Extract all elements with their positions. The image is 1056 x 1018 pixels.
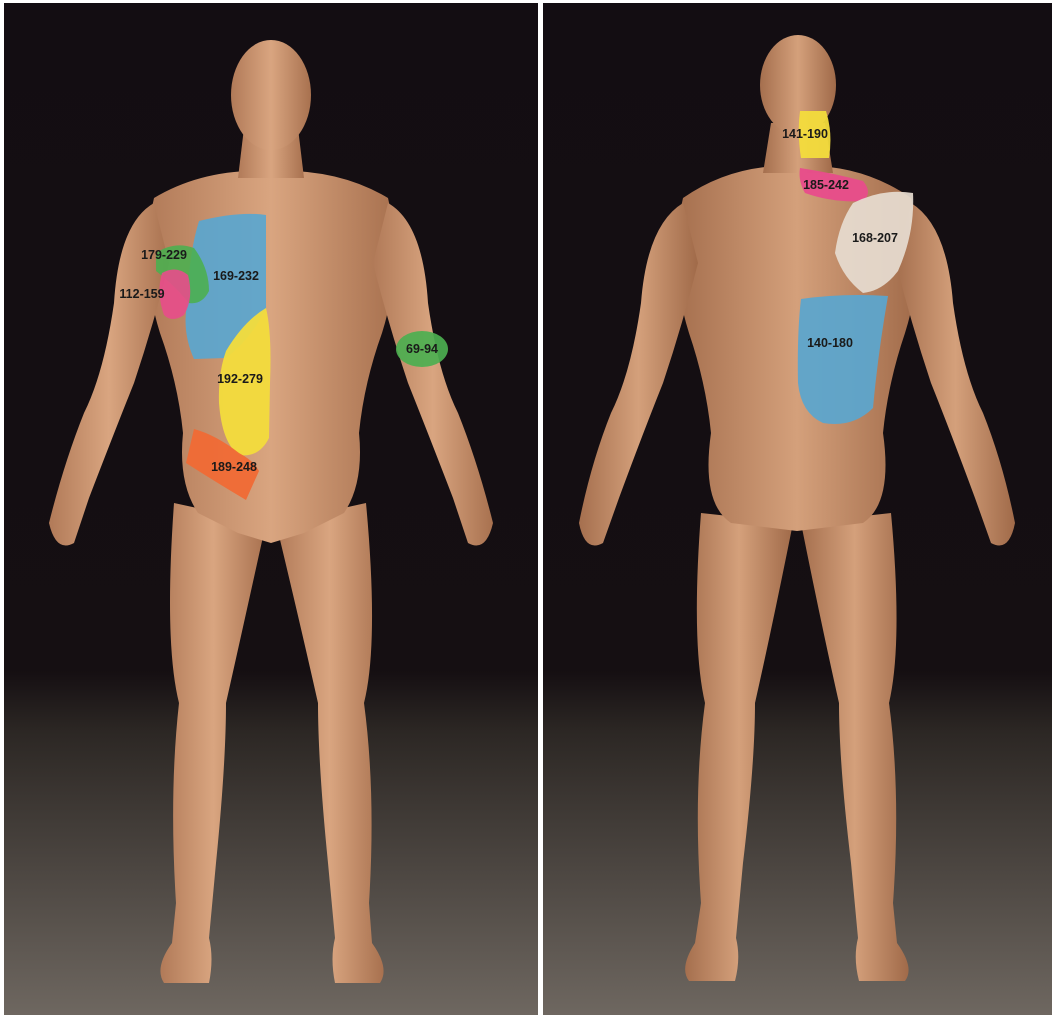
front-view-panel: 169-232 179-229 112-159 69-94 192-279 18… [4, 3, 538, 1015]
label-neck: 141-190 [782, 127, 828, 141]
label-forearm: 69-94 [406, 342, 438, 356]
label-shoulder-green: 179-229 [141, 248, 187, 262]
label-scapula: 168-207 [852, 231, 898, 245]
front-view-figure: 169-232 179-229 112-159 69-94 192-279 18… [4, 3, 538, 1015]
back-view-panel: 141-190 185-242 168-207 140-180 [543, 3, 1052, 1015]
label-groin: 189-248 [211, 460, 257, 474]
label-chest: 169-232 [213, 269, 259, 283]
label-lower-back: 140-180 [807, 336, 853, 350]
label-upper-shoulder: 185-242 [803, 178, 849, 192]
label-upper-arm-pink: 112-159 [119, 287, 164, 301]
back-view-figure: 141-190 185-242 168-207 140-180 [543, 3, 1052, 1015]
label-abdomen: 192-279 [217, 372, 263, 386]
